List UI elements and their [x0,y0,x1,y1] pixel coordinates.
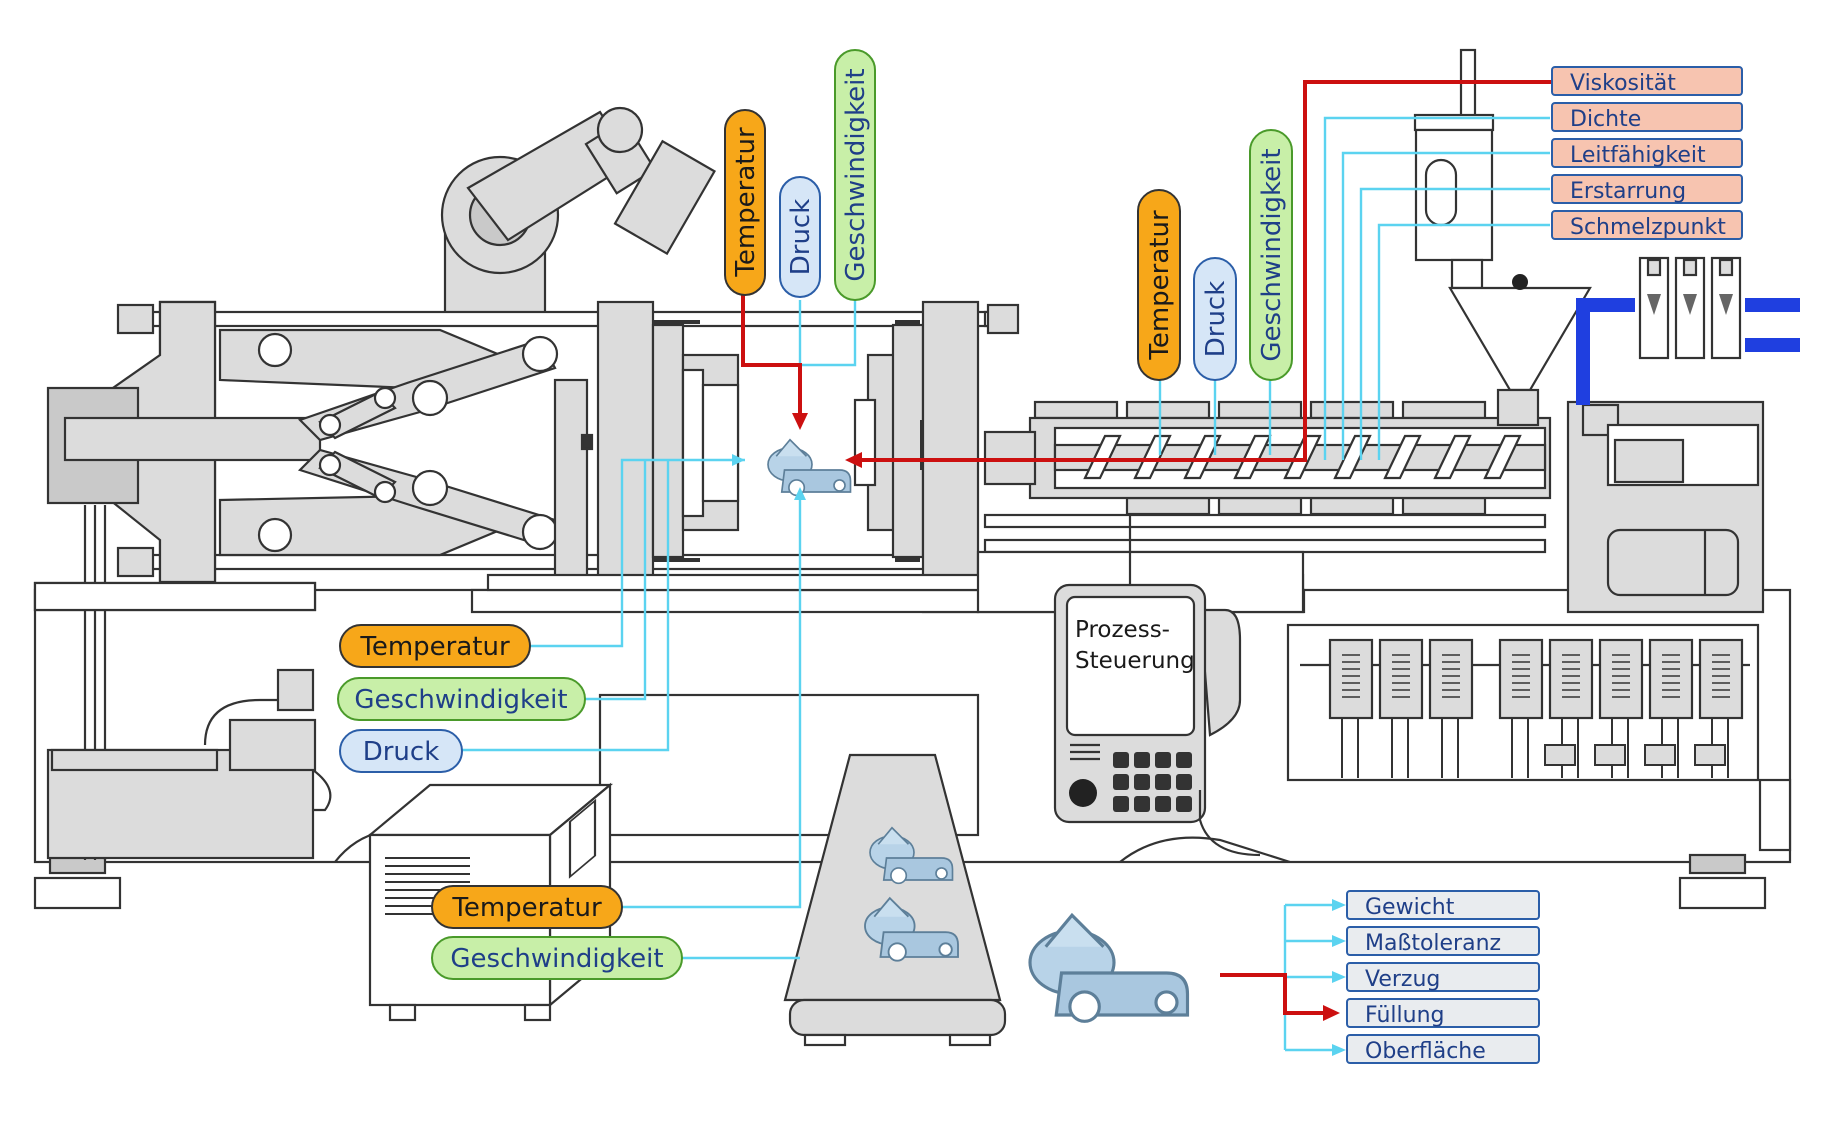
quality-gewicht: Gewicht [1346,890,1540,920]
part-on-conveyor-2 [864,896,959,962]
keypad-key [1134,752,1150,768]
svg-text:Druck: Druck [1201,281,1231,358]
cooling-param-temperatur: Temperatur [431,885,623,929]
injection-unit [976,48,1800,614]
svg-text:Geschwindigkeit: Geschwindigkeit [841,68,871,281]
keypad-key [1113,774,1129,790]
svg-text:Temperatur: Temperatur [1145,210,1175,361]
signal-lines [460,116,1550,1056]
keypad-key [1176,774,1192,790]
keypad-key [1113,752,1129,768]
material-property-viskositat: Viskosität [1551,66,1743,96]
keypad-key [1134,774,1150,790]
keypad-key [1176,796,1192,812]
part-on-conveyor-1 [869,826,954,885]
svg-text:Temperatur: Temperatur [731,127,761,278]
hydraulic-param-geschwindigkeit: Geschwindigkeit [337,677,586,721]
svg-text:Dichte: Dichte [1570,107,1641,132]
relay-module [1328,638,1374,778]
part-in-mold [767,438,852,497]
quality-characteristics: Gewicht Maßtoleranz Verzug Füllung Oberf… [1346,890,1540,1064]
mold-param-geschwindigkeit: Geschwindigkeit [834,49,876,301]
robot-arm [440,106,716,317]
injection-param-temperatur: Temperatur [1137,189,1181,381]
quality-masstoleranz: Maßtoleranz [1346,926,1540,956]
svg-text:Schmelzpunkt: Schmelzpunkt [1570,215,1726,240]
svg-text:Geschwindigkeit: Geschwindigkeit [450,944,663,974]
svg-text:Geschwindigkeit: Geschwindigkeit [1257,148,1287,361]
keypad-key [1113,796,1129,812]
svg-text:Verzug: Verzug [1365,967,1440,992]
injection-param-geschwindigkeit: Geschwindigkeit [1249,129,1293,381]
keypad-key [1176,752,1192,768]
material-property-dichte: Dichte [1551,102,1743,132]
keypad-key [1155,752,1171,768]
svg-text:Geschwindigkeit: Geschwindigkeit [354,685,567,715]
hydraulic-unit [46,668,332,860]
svg-text:Leitfähigkeit: Leitfähigkeit [1570,143,1706,168]
keypad-key [1134,796,1150,812]
svg-text:Temperatur: Temperatur [359,632,510,662]
controller-line2: Steuerung [1075,648,1195,674]
svg-text:Erstarrung: Erstarrung [1570,179,1686,204]
material-property-schmelzpunkt: Schmelzpunkt [1551,210,1743,240]
hydraulic-param-temperatur: Temperatur [339,624,531,668]
svg-text:Oberfläche: Oberfläche [1365,1039,1486,1064]
relay-module [1694,638,1744,778]
cooling-param-geschwindigkeit: Geschwindigkeit [431,936,683,980]
keypad-key [1155,774,1171,790]
hydraulic-param-druck: Druck [339,729,463,773]
mold-param-temperatur: Temperatur [724,109,766,296]
svg-text:Gewicht: Gewicht [1365,895,1455,920]
quality-fullung: Füllung [1346,998,1540,1028]
relay-module [1498,638,1544,778]
keypad-key [1155,796,1171,812]
relay-module [1644,638,1694,778]
quality-oberflache: Oberfläche [1346,1034,1540,1064]
mold-param-druck: Druck [779,176,821,298]
svg-text:Temperatur: Temperatur [451,893,602,923]
svg-text:Druck: Druck [786,199,816,276]
relay-module [1594,638,1644,778]
svg-text:Füllung: Füllung [1365,1003,1444,1028]
relay-module [1544,638,1594,778]
relay-module [1428,638,1474,778]
control-cabinet [1286,623,1760,782]
relay-module [1378,638,1424,778]
svg-text:Druck: Druck [363,737,440,767]
control-pendant: Prozess- Steuerung [1053,583,1261,857]
material-property-leitfahigkeit: Leitfähigkeit [1551,138,1743,168]
finished-part [1028,912,1190,1023]
material-property-erstarrung: Erstarrung [1551,174,1743,204]
injection-param-druck: Druck [1193,257,1237,381]
critical-lines [741,80,1553,1021]
quality-verzug: Verzug [1346,962,1540,992]
svg-text:Viskosität: Viskosität [1570,71,1676,96]
material-properties: Viskosität Dichte Leitfähigkeit Erstarru… [1551,66,1743,240]
svg-text:Maßtoleranz: Maßtoleranz [1365,931,1501,956]
controller-line1: Prozess- [1075,617,1170,643]
